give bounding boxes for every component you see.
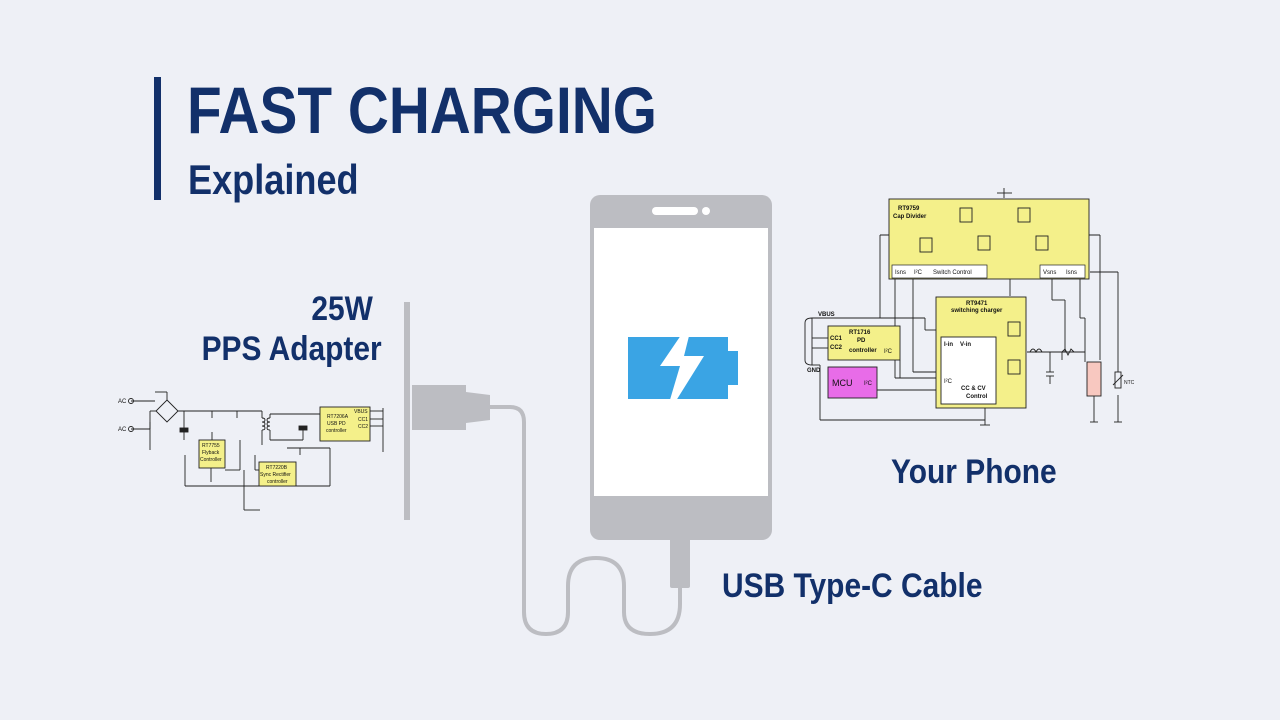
rt7206a-chip xyxy=(319,406,371,442)
rt1716-chip xyxy=(827,325,901,361)
title-accent-bar xyxy=(154,77,161,200)
rt7220b-desc-1: Sync Rectifier xyxy=(260,472,291,478)
gnd-label: GND xyxy=(807,368,821,374)
rt7220b-desc-2: controller xyxy=(267,479,288,485)
rt9471-pin-i2c: I²C xyxy=(944,379,953,385)
rt9759-desc: Cap Divider xyxy=(893,214,927,220)
adapter-schematic xyxy=(128,391,384,511)
rt9471-control: Control xyxy=(966,394,988,400)
adapter-pin-vbus: VBUS xyxy=(354,409,368,415)
ac-bottom-label: AC xyxy=(118,427,127,433)
usb-cable xyxy=(488,405,682,637)
rt9759-pin-vsns: Vsns xyxy=(1043,270,1056,276)
mcu-label: MCU xyxy=(832,378,853,388)
rt9471-pin-vin: V-in xyxy=(960,342,971,348)
wall-adapter xyxy=(404,302,490,520)
rt9759-pin-isns: Isns xyxy=(895,270,906,276)
rt9471-desc: switching charger xyxy=(951,308,1003,314)
ac-top-label: AC xyxy=(118,399,127,405)
rt7755-desc-1: Flyback xyxy=(202,450,220,456)
rt9471-control-block xyxy=(940,336,997,405)
rt9471-cc-cv: CC & CV xyxy=(961,386,986,392)
vbus-label: VBUS xyxy=(818,312,835,318)
adapter-type-label: PPS Adapter xyxy=(201,330,382,368)
battery-cell xyxy=(1086,361,1102,397)
adapter-wattage-label: 25W xyxy=(311,290,373,328)
rt9759-right-pin-row xyxy=(1039,264,1086,279)
cap-divider-switches xyxy=(919,207,1049,375)
phone-illustration xyxy=(590,195,772,540)
rt7755-chip xyxy=(198,439,226,469)
rt1716-desc-2: controller xyxy=(849,348,877,354)
rt9759-left-pin-row xyxy=(891,264,988,279)
rt7206a-desc-2: controller xyxy=(326,428,347,434)
phone-label: Your Phone xyxy=(891,453,1057,491)
rt7220b-label: RT7220B xyxy=(266,465,288,471)
rt9759-pin-switch-control: Switch Control xyxy=(933,270,972,276)
ntc-label: NTC xyxy=(1124,380,1135,386)
rt9471-pin-iin: I-in xyxy=(944,342,953,348)
rt1716-pin-cc1: CC1 xyxy=(830,336,843,342)
rt7755-desc-2: Controller xyxy=(200,457,222,463)
adapter-pin-cc1: CC1 xyxy=(358,417,368,423)
rt9759-label: RT9759 xyxy=(898,206,920,212)
rt7220b-chip xyxy=(258,461,297,487)
rt1716-pin-cc2: CC2 xyxy=(830,345,843,351)
battery-bolt-icon xyxy=(628,316,738,420)
rt7206a-label: RT7206A xyxy=(327,414,349,420)
page-title: FAST CHARGING xyxy=(187,73,657,147)
page-subtitle: Explained xyxy=(188,156,359,203)
mcu-i2c-label: I²C xyxy=(864,381,873,387)
usb-c-plug xyxy=(670,538,690,588)
rt7206a-desc-1: USB PD xyxy=(327,421,346,427)
adapter-pin-cc2: CC2 xyxy=(358,424,368,430)
mcu-chip xyxy=(827,366,878,399)
rt1716-pin-i2c: I²C xyxy=(884,349,893,355)
rt9759-pin-isns-2: Isns xyxy=(1066,270,1077,276)
rt1716-label: RT1716 xyxy=(849,330,871,336)
rt7755-label: RT7755 xyxy=(202,443,220,449)
rt9471-label: RT9471 xyxy=(966,301,988,307)
cable-label: USB Type-C Cable xyxy=(722,567,983,605)
rt1716-desc-1: PD xyxy=(857,338,866,344)
rt9759-pin-i2c: I²C xyxy=(914,270,923,276)
